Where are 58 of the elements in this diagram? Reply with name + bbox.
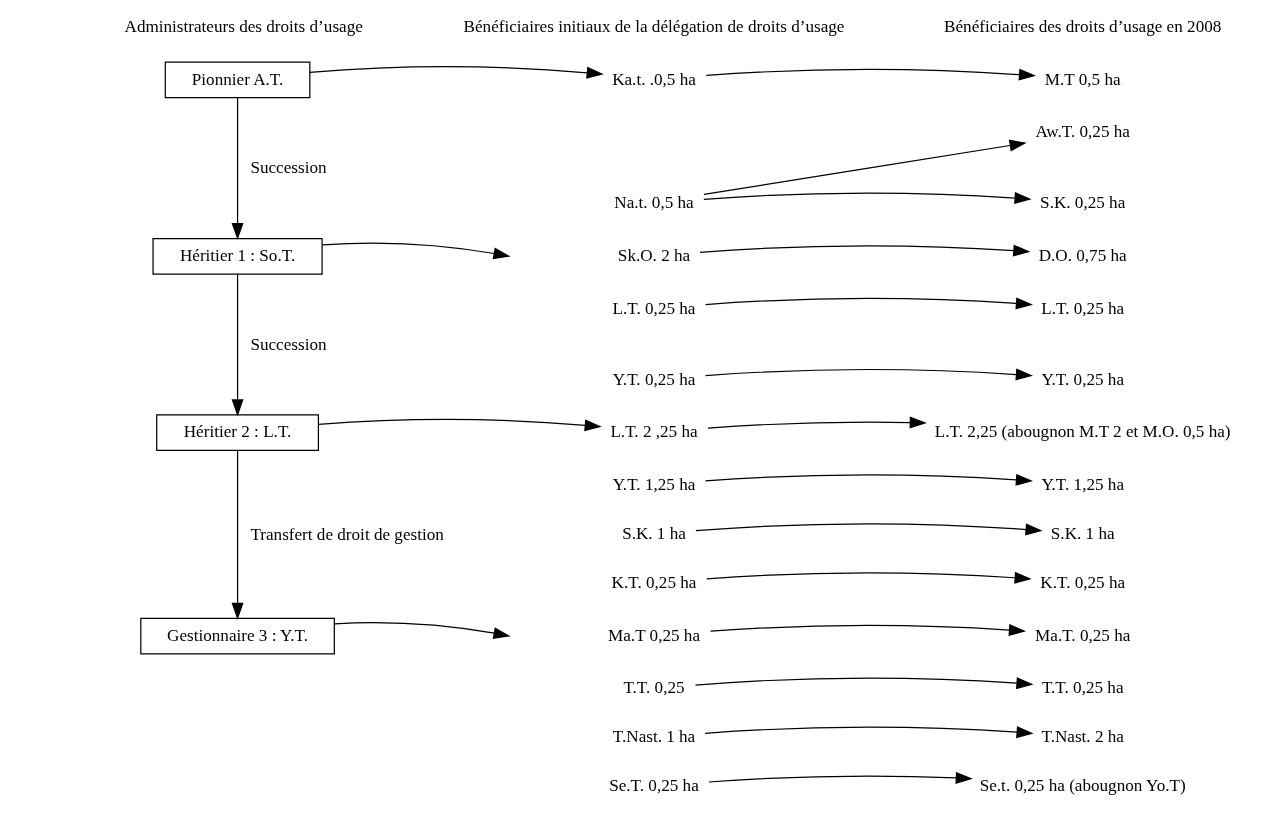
- arrow: [704, 726, 1034, 739]
- node-text: T.T. 0,25 ha: [1041, 678, 1124, 698]
- node-text: Aw.T. 0,25 ha: [1035, 122, 1130, 142]
- arrow: [231, 97, 244, 241]
- node-text: Se.t. 0,25 ha (abougnon Yo.T): [979, 776, 1186, 796]
- node-text: Y.T. 1,25 ha: [612, 474, 696, 494]
- arrow: [704, 473, 1033, 486]
- arrow: [231, 450, 244, 620]
- node-text: L.T. 0,25 ha: [1041, 298, 1125, 318]
- node-text: T.Nast. 2 ha: [1041, 727, 1124, 747]
- node-box: Héritier 1 : So.T.: [152, 237, 323, 275]
- arrow: [703, 192, 1032, 204]
- node-text: M.T 0,5 ha: [1044, 69, 1121, 89]
- node-text: Se.T. 0,25 ha: [609, 776, 699, 796]
- arrow: [309, 66, 604, 79]
- node-text: L.T. 0,25 ha: [612, 298, 696, 318]
- arrow: [707, 416, 927, 429]
- node-box: Héritier 2 : L.T.: [156, 414, 319, 452]
- arrow: [334, 622, 511, 640]
- arrow: [704, 297, 1033, 310]
- arrow: [694, 677, 1034, 690]
- node-text: Y.T. 1,25 ha: [1041, 474, 1125, 494]
- node-text: Ka.t. .0,5 ha: [612, 69, 696, 89]
- node-text: T.Nast. 1 ha: [612, 727, 696, 747]
- arrow: [704, 368, 1033, 381]
- node-text: Ma.T. 0,25 ha: [1035, 625, 1131, 645]
- arrow: [703, 139, 1027, 196]
- arrow: [317, 418, 602, 432]
- arrow: [321, 242, 511, 260]
- node-text: Ma.T 0,25 ha: [608, 625, 700, 645]
- arrow: [231, 273, 244, 417]
- edge-label: Transfert de droit de gestion: [250, 524, 444, 544]
- node-text: L.T. 2,25 (abougnon M.T 2 et M.O. 0,5 ha): [934, 422, 1231, 442]
- node-text: S.K. 0,25 ha: [1040, 193, 1126, 213]
- arrow: [705, 68, 1037, 81]
- node-text: Sk.O. 2 ha: [617, 245, 691, 265]
- node-text: S.K. 1 ha: [1050, 523, 1115, 543]
- node-text: L.T. 2 ,25 ha: [610, 422, 698, 442]
- arrow: [699, 244, 1031, 257]
- label: Bénéficiaires initiaux de la délégation de droits d’usage: [463, 16, 845, 36]
- node-text: K.T. 0,25 ha: [611, 572, 697, 592]
- arrow: [706, 571, 1032, 584]
- node-text: Y.T. 0,25 ha: [612, 369, 696, 389]
- node-text: Y.T. 0,25 ha: [1041, 369, 1125, 389]
- arrow: [709, 624, 1027, 636]
- node-text: Na.t. 0,5 ha: [614, 193, 694, 213]
- node-text: T.T. 0,25: [623, 678, 685, 698]
- node-box: Pionnier A.T.: [164, 61, 311, 99]
- node-text: S.K. 1 ha: [622, 523, 686, 543]
- label: Administrateurs des droits d’usage: [124, 16, 363, 36]
- node-text: D.O. 0,75 ha: [1038, 245, 1127, 265]
- edge-label: Succession: [250, 334, 327, 354]
- node-text: K.T. 0,25 ha: [1040, 572, 1126, 592]
- label: Bénéficiaires des droits d’usage en 2008: [944, 16, 1222, 36]
- edge-label: Succession: [250, 158, 327, 178]
- node-box: Gestionnaire 3 : Y.T.: [140, 617, 335, 655]
- arrow: [708, 771, 973, 784]
- arrow: [695, 523, 1043, 536]
